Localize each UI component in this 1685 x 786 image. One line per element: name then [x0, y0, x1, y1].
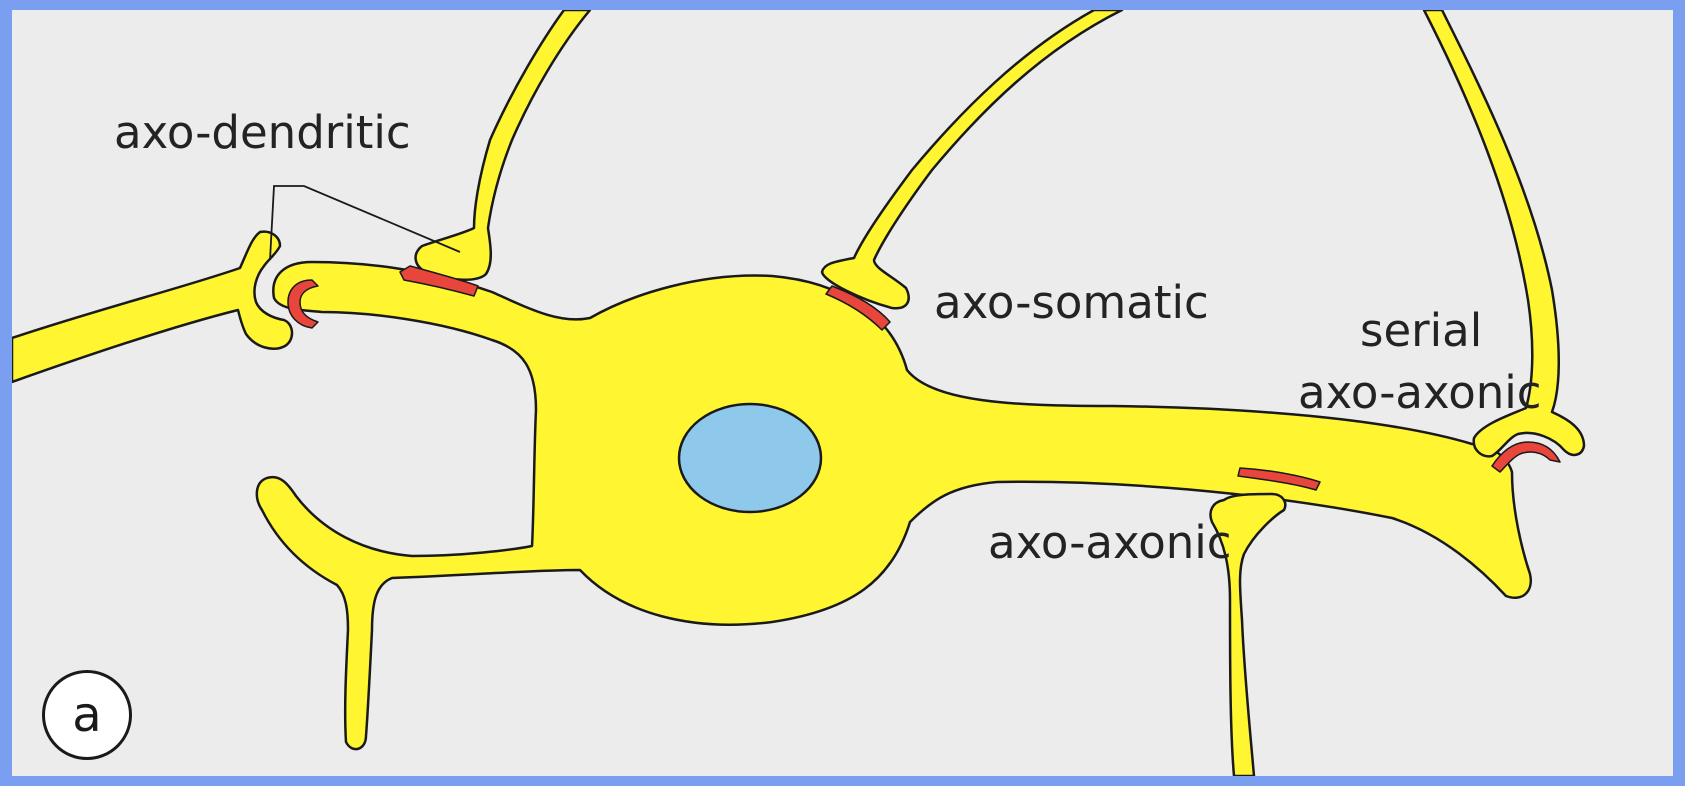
panel-letter-badge: a — [42, 670, 132, 760]
presynaptic-axon-left — [12, 232, 292, 382]
label-axo-dendritic: axo-dendritic — [114, 110, 411, 155]
label-axo-axonic: axo-axonic — [988, 520, 1232, 565]
nucleus — [679, 404, 821, 512]
label-axo-axonic-serial: axo-axonic — [1298, 370, 1542, 415]
diagram-panel: axo-dendritic axo-somatic serial axo-axo… — [12, 10, 1673, 776]
postsynaptic-dendrite-upper — [257, 262, 1531, 749]
label-axo-somatic: axo-somatic — [934, 280, 1209, 325]
panel-letter: a — [72, 687, 101, 743]
presynaptic-axon-somatic — [822, 10, 1122, 308]
label-serial: serial — [1360, 308, 1482, 353]
presynaptic-axon-upper-left — [416, 10, 590, 280]
